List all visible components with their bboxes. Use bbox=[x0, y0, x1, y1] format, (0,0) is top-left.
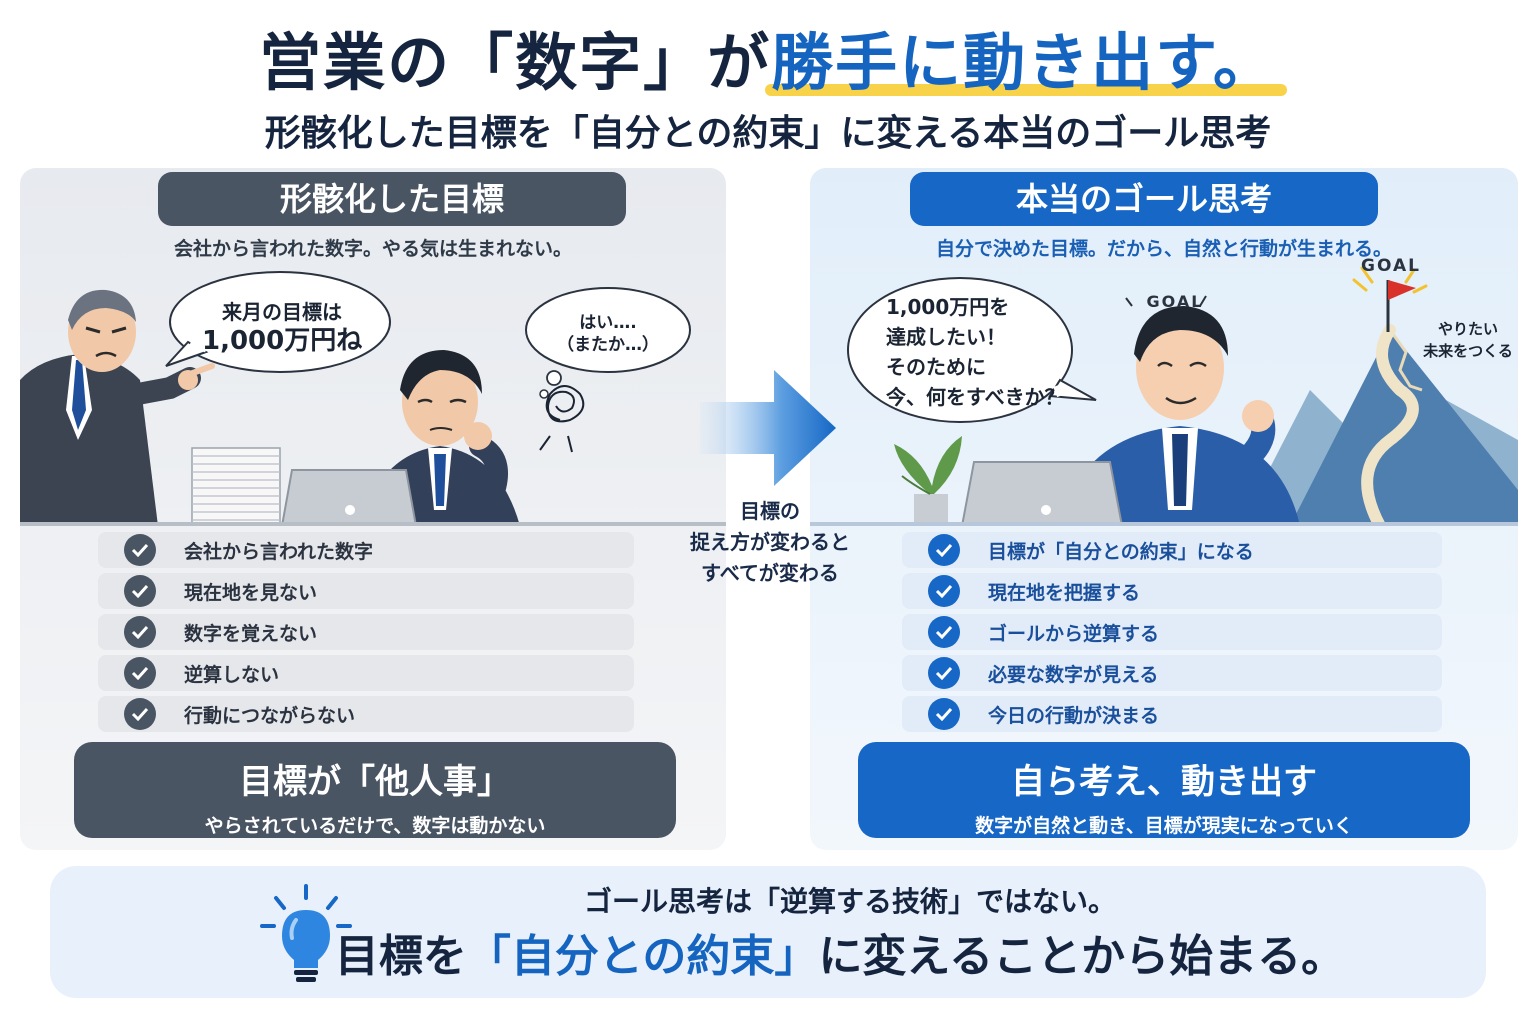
right-heading: 本当のゴール思考 bbox=[910, 172, 1378, 226]
banner-main-text: 目標を「自分との約束」に変えることから始まる。 bbox=[300, 920, 1380, 984]
mountain-note-line1: やりたい bbox=[1437, 320, 1498, 338]
right-check-item: 目標が「自分との約束」になる bbox=[902, 532, 1442, 568]
subtitle: 形骸化した目標を「自分との約束」に変える本当のゴール思考 bbox=[264, 113, 1272, 154]
boss-speech-bubble bbox=[165, 271, 391, 373]
title-accent: 勝手に動き出す。 bbox=[765, 12, 1287, 102]
left-check-item: 現在地を見ない bbox=[98, 573, 634, 609]
left-scene-illustration bbox=[20, 271, 726, 526]
frustration-scribble-icon bbox=[539, 385, 585, 453]
banner-main-pre: 目標を bbox=[334, 931, 467, 982]
checkmark-icon bbox=[124, 657, 156, 689]
checkmark-icon bbox=[928, 657, 960, 689]
center-caption-line1: 目標の bbox=[740, 499, 800, 523]
right-scene-illustration bbox=[810, 266, 1518, 526]
right-check-item: 今日の行動が決まる bbox=[902, 696, 1442, 732]
worker-bubble-line1: はい…. bbox=[579, 313, 637, 333]
goal-flag-label: GOAL bbox=[1361, 256, 1421, 276]
boss-bubble-line1: 来月の目標は bbox=[222, 300, 342, 324]
right-check-label: 現在地を把握する bbox=[988, 581, 1141, 604]
left-subheading: 会社から言われた数字。やる気は生まれない。 bbox=[173, 238, 573, 260]
left-result-sub: やらされているだけで、数字は動かない bbox=[204, 815, 546, 837]
right-subheading: 自分で決めた目標。だから、自然と行動が生まれる。 bbox=[935, 238, 1392, 260]
mountain-note-line2: 未来をつくる bbox=[1423, 342, 1513, 360]
right-result-sub: 数字が自然と動き、目標が現実になっていく bbox=[975, 815, 1353, 837]
laptop-icon bbox=[960, 461, 1124, 526]
right-result-title: 自ら考え、動き出す bbox=[1011, 762, 1317, 802]
checkmark-icon bbox=[928, 616, 960, 648]
center-caption-line2: 捉え方が変わると bbox=[690, 530, 850, 554]
left-check-item: 行動につながらない bbox=[98, 696, 634, 732]
left-check-label: 会社から言われた数字 bbox=[184, 540, 374, 563]
plant-icon bbox=[894, 436, 962, 526]
center-caption: 目標の 捉え方が変わると すべてが変わる bbox=[660, 496, 880, 589]
left-heading: 形骸化した目標 bbox=[158, 172, 626, 226]
boss-figure bbox=[20, 289, 215, 526]
banner-top-text: ゴール思考は「逆算する技術」ではない。 bbox=[583, 885, 1116, 918]
right-check-label: ゴールから逆算する bbox=[988, 622, 1160, 645]
right-bubble-line3: そのために bbox=[886, 355, 986, 379]
mountain-illustration bbox=[1240, 324, 1518, 526]
title-pre: 営業の「数字」が bbox=[259, 26, 772, 99]
left-check-item: 数字を覚えない bbox=[98, 614, 634, 650]
worker-thought-bubble bbox=[525, 287, 691, 399]
goal-small-label: GOAL bbox=[1146, 292, 1204, 311]
right-bubble-line2: 達成したい！ bbox=[886, 325, 1006, 349]
right-result-box: 自ら考え、動き出す 数字が自然と動き、目標が現実になっていく bbox=[858, 742, 1470, 838]
paper-stack-icon bbox=[191, 447, 281, 526]
checkmark-icon bbox=[124, 575, 156, 607]
right-bubble-line4: 今、何をすべきか？ bbox=[886, 385, 1065, 409]
left-check-label: 数字を覚えない bbox=[184, 622, 318, 645]
right-check-item: ゴールから逆算する bbox=[902, 614, 1442, 650]
thinking-lines-icon bbox=[1125, 295, 1207, 307]
left-check-label: 現在地を見ない bbox=[184, 581, 318, 604]
lightbulb-icon bbox=[260, 884, 352, 982]
left-check-item: 逆算しない bbox=[98, 655, 634, 691]
checkmark-icon bbox=[124, 698, 156, 730]
main-title: 営業の「数字」が勝手に動き出す。 bbox=[0, 12, 1536, 99]
right-check-label: 目標が「自分との約束」になる bbox=[988, 540, 1254, 563]
checkmark-icon bbox=[124, 616, 156, 648]
worker-bubble-line2: （またか…） bbox=[557, 335, 659, 355]
left-check-item: 会社から言われた数字 bbox=[98, 532, 634, 568]
left-check-label: 行動につながらない bbox=[184, 704, 356, 727]
transition-arrow-icon bbox=[700, 370, 836, 486]
confident-worker-figure bbox=[1060, 306, 1300, 526]
left-result-box: 目標が「他人事」 やらされているだけで、数字は動かない bbox=[74, 742, 676, 838]
checkmark-icon bbox=[928, 698, 960, 730]
checkmark-icon bbox=[928, 534, 960, 566]
center-caption-line3: すべてが変わる bbox=[701, 561, 839, 585]
right-check-item: 現在地を把握する bbox=[902, 573, 1442, 609]
banner-main-post: に変えることから始まる。 bbox=[818, 931, 1346, 982]
banner-main-accent: 「自分との約束」 bbox=[462, 920, 822, 984]
boss-bubble-line2: 1,000万円ね bbox=[202, 326, 363, 356]
checkmark-icon bbox=[124, 534, 156, 566]
right-bubble-line1: 1,000万円を bbox=[886, 295, 1010, 319]
right-check-label: 今日の行動が決まる bbox=[988, 704, 1160, 727]
left-result-title: 目標が「他人事」 bbox=[239, 762, 511, 802]
laptop-icon bbox=[280, 469, 418, 526]
right-check-item: 必要な数字が見える bbox=[902, 655, 1442, 691]
left-check-label: 逆算しない bbox=[184, 663, 280, 686]
right-check-label: 必要な数字が見える bbox=[988, 663, 1159, 686]
right-speech-bubble bbox=[847, 277, 1097, 423]
goal-flag-icon bbox=[1352, 266, 1428, 332]
checkmark-icon bbox=[928, 575, 960, 607]
